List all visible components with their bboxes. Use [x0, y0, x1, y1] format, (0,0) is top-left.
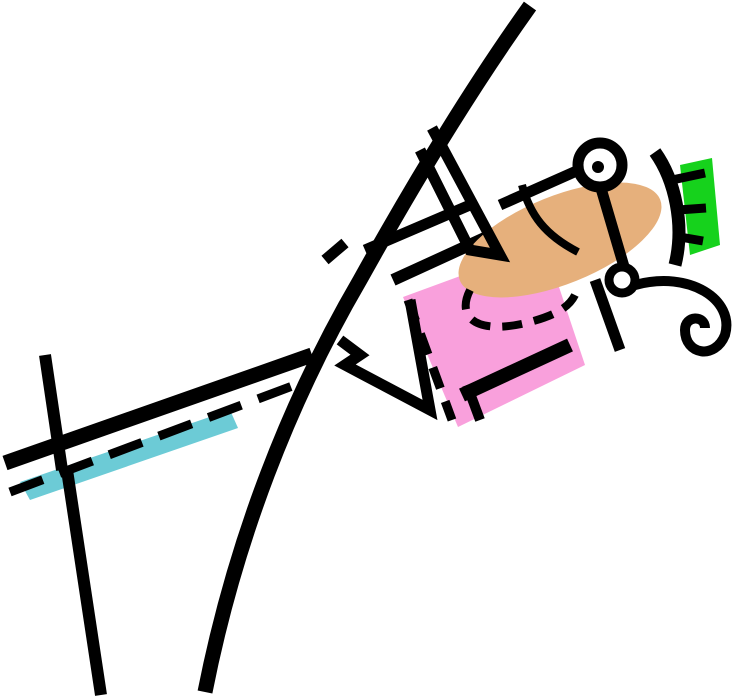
body-frame: [415, 125, 511, 263]
hair-strands: [671, 168, 707, 246]
hand-curl: [633, 276, 732, 357]
elbow-joint: [604, 262, 640, 298]
shirt-hem: [459, 338, 573, 402]
pole-grip: [362, 199, 473, 256]
leg-bent: [334, 299, 438, 421]
leg: [321, 238, 349, 265]
shoulder-dot: [592, 161, 604, 173]
standard-post-lower: [61, 469, 107, 696]
shirt-hem-end: [462, 383, 485, 422]
standard-post: [39, 354, 68, 471]
crossbar-band: [20, 410, 238, 500]
back-line: [594, 183, 631, 272]
head-outline: [649, 148, 686, 267]
arm-dashes: [461, 288, 579, 331]
vaulting-pole: [197, 1, 537, 694]
hip-line: [589, 278, 626, 352]
